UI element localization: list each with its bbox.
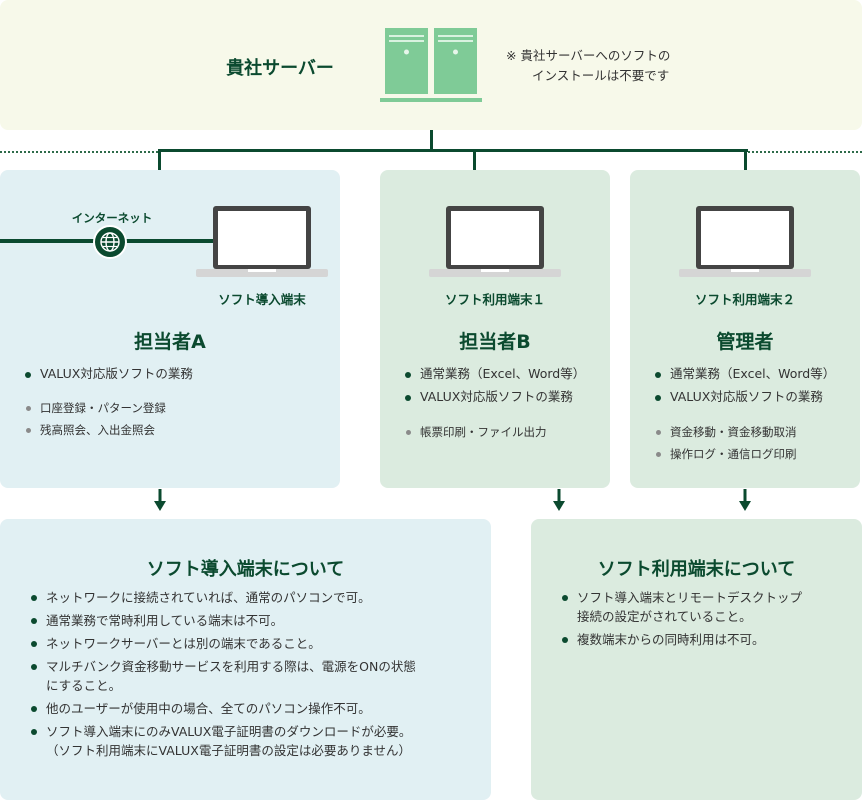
install-terminal-info-panel [0,519,491,800]
list-item: 操作ログ・通信ログ印刷 [652,443,857,465]
laptop-icon [679,206,811,277]
list-item: 他のユーザーが使用中の場合、全てのパソコン操作不可。 [28,699,483,718]
role-title: 担当者A [134,331,206,353]
list-item-line: マルチバンク資金移動サービスを利用する際は、電源をONの状態 [46,659,416,674]
branch-drop-b [473,149,476,170]
list-item: 残高照会、入出金照会 [22,419,332,441]
main-task-list: 通常業務（Excel、Word等） VALUX対応版ソフトの業務 [652,362,857,408]
server-panel [0,0,862,130]
list-item: ソフト導入端末にのみVALUX電子証明書のダウンロードが必要。 （ソフト利用端末に… [28,722,483,760]
list-item: 通常業務（Excel、Word等） [652,362,857,385]
laptop-icon [429,206,561,277]
branch-drop-a [158,149,161,170]
branch-line [158,149,748,152]
device-label: ソフト導入端末 [218,292,306,307]
role-title: 担当者B [459,331,531,353]
server-note-line2: インストールは不要です [532,68,670,83]
down-arrow-icon [154,489,166,511]
server-title: 貴社サーバー [226,58,334,79]
down-arrow-icon [553,489,565,511]
device-label: ソフト利用端末１ [444,292,545,307]
main-task-list: 通常業務（Excel、Word等） VALUX対応版ソフトの業務 [402,362,602,408]
laptop-icon [196,206,328,277]
list-item-line: ソフト導入端末とリモートデスクトップ [577,590,803,605]
dotted-divider-right [748,151,862,153]
internet-label: インターネット [71,211,153,225]
device-label: ソフト利用端末２ [694,292,795,307]
server-note-line1: ※ 貴社サーバーへのソフトの [506,48,671,63]
server-icon [380,28,482,102]
list-item: 複数端末からの同時利用は不可。 [559,630,854,649]
role-title: 管理者 [716,331,774,353]
list-item: ネットワークに接続されていれば、通常のパソコンで可。 [28,588,483,607]
install-terminal-info-title: ソフト導入端末について [146,559,345,580]
globe-icon [93,225,127,259]
branch-drop-c [744,149,747,170]
list-item: ネットワークサーバーとは別の端末であること。 [28,634,483,653]
install-terminal-info-list: ネットワークに接続されていれば、通常のパソコンで可。 通常業務で常時利用している… [28,588,483,764]
list-item: 通常業務（Excel、Word等） [402,362,602,385]
list-item: 通常業務で常時利用している端末は不可。 [28,611,483,630]
server-note: ※ 貴社サーバーへのソフトの インストールは不要です [506,46,716,86]
list-item-line: 接続の設定がされていること。 [577,609,752,624]
sub-task-list: 帳票印刷・ファイル出力 [402,421,602,443]
list-item: 帳票印刷・ファイル出力 [402,421,602,443]
dotted-divider-left [0,151,158,153]
list-item: VALUX対応版ソフトの業務 [402,385,602,408]
use-terminal-info-title: ソフト利用端末について [597,559,796,580]
list-item: ソフト導入端末とリモートデスクトップ接続の設定がされていること。 [559,588,854,626]
down-arrow-icon [739,489,751,511]
list-item-line: （ソフト利用端末にVALUX電子証明書の設定は必要ありません） [46,743,411,758]
list-item: 口座登録・パターン登録 [22,397,332,419]
use-terminal-info-list: ソフト導入端末とリモートデスクトップ接続の設定がされていること。 複数端末からの… [559,588,854,653]
list-item: VALUX対応版ソフトの業務 [652,385,857,408]
sub-task-list: 口座登録・パターン登録 残高照会、入出金照会 [22,397,332,441]
list-item: VALUX対応版ソフトの業務 [22,362,332,385]
server-trunk-line [430,130,433,151]
list-item: マルチバンク資金移動サービスを利用する際は、電源をONの状態にすること。 [28,657,483,695]
use-terminal-info-panel [531,519,862,800]
main-task-list: VALUX対応版ソフトの業務 [22,362,332,385]
list-item-line: にすること。 [46,678,122,693]
internet-line-right [125,239,213,243]
list-item: 資金移動・資金移動取消 [652,421,857,443]
sub-task-list: 資金移動・資金移動取消 操作ログ・通信ログ印刷 [652,421,857,465]
list-item-line: ソフト導入端末にのみVALUX電子証明書のダウンロードが必要。 [46,724,412,739]
internet-line-left [0,239,95,243]
